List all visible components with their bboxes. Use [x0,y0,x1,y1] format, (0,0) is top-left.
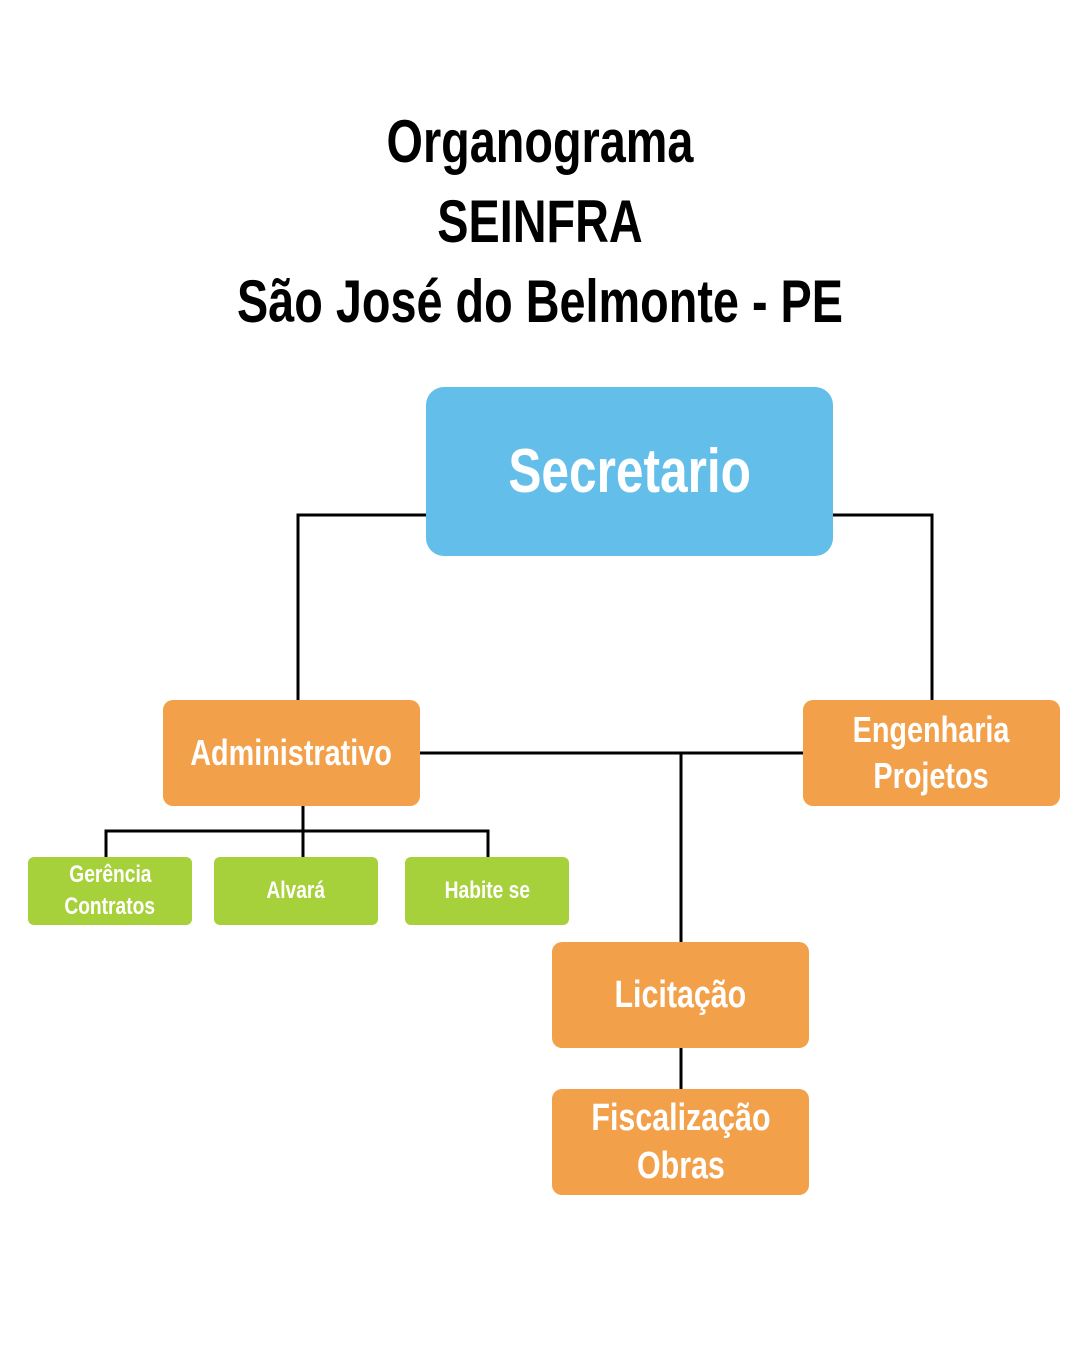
node-gerencia-label-line-2: Contratos [64,893,156,920]
title-line-2: SEINFRA [437,188,643,255]
node-engenharia-label-line-1: Engenharia [853,709,1010,750]
node-secretario-label: Secretario [508,437,751,506]
node-secretario: Secretario [426,387,833,556]
title-line-3: São José do Belmonte - PE [237,268,843,335]
node-administrativo-label: Administrativo [190,732,393,773]
node-licitacao-label: Licitação [614,973,747,1016]
node-alvara-label: Alvará [266,877,326,904]
node-gerencia-label-line-1: Gerência [68,861,152,888]
node-fiscalizacao-label-line-2: Obras [636,1145,725,1187]
node-habite-se-label: Habite se [444,877,530,904]
node-habite-se: Habite se [405,857,569,925]
node-gerencia-contratos: Gerência Contratos [28,857,192,925]
node-engenharia-projetos: Engenharia Projetos [803,700,1060,806]
node-fiscalizacao-obras: Fiscalização Obras [552,1089,809,1195]
node-licitacao: Licitação [552,942,809,1048]
node-fiscalizacao-label-line-1: Fiscalização [590,1097,771,1139]
node-engenharia-label-line-2: Projetos [873,755,990,796]
node-alvara: Alvará [214,857,378,925]
connector-secretario-administrativo [296,513,426,700]
connector-secretario-engenharia [833,513,934,700]
connector-sub-bracket [104,829,490,857]
node-administrativo: Administrativo [163,700,420,806]
title-line-1: Organograma [386,108,694,175]
